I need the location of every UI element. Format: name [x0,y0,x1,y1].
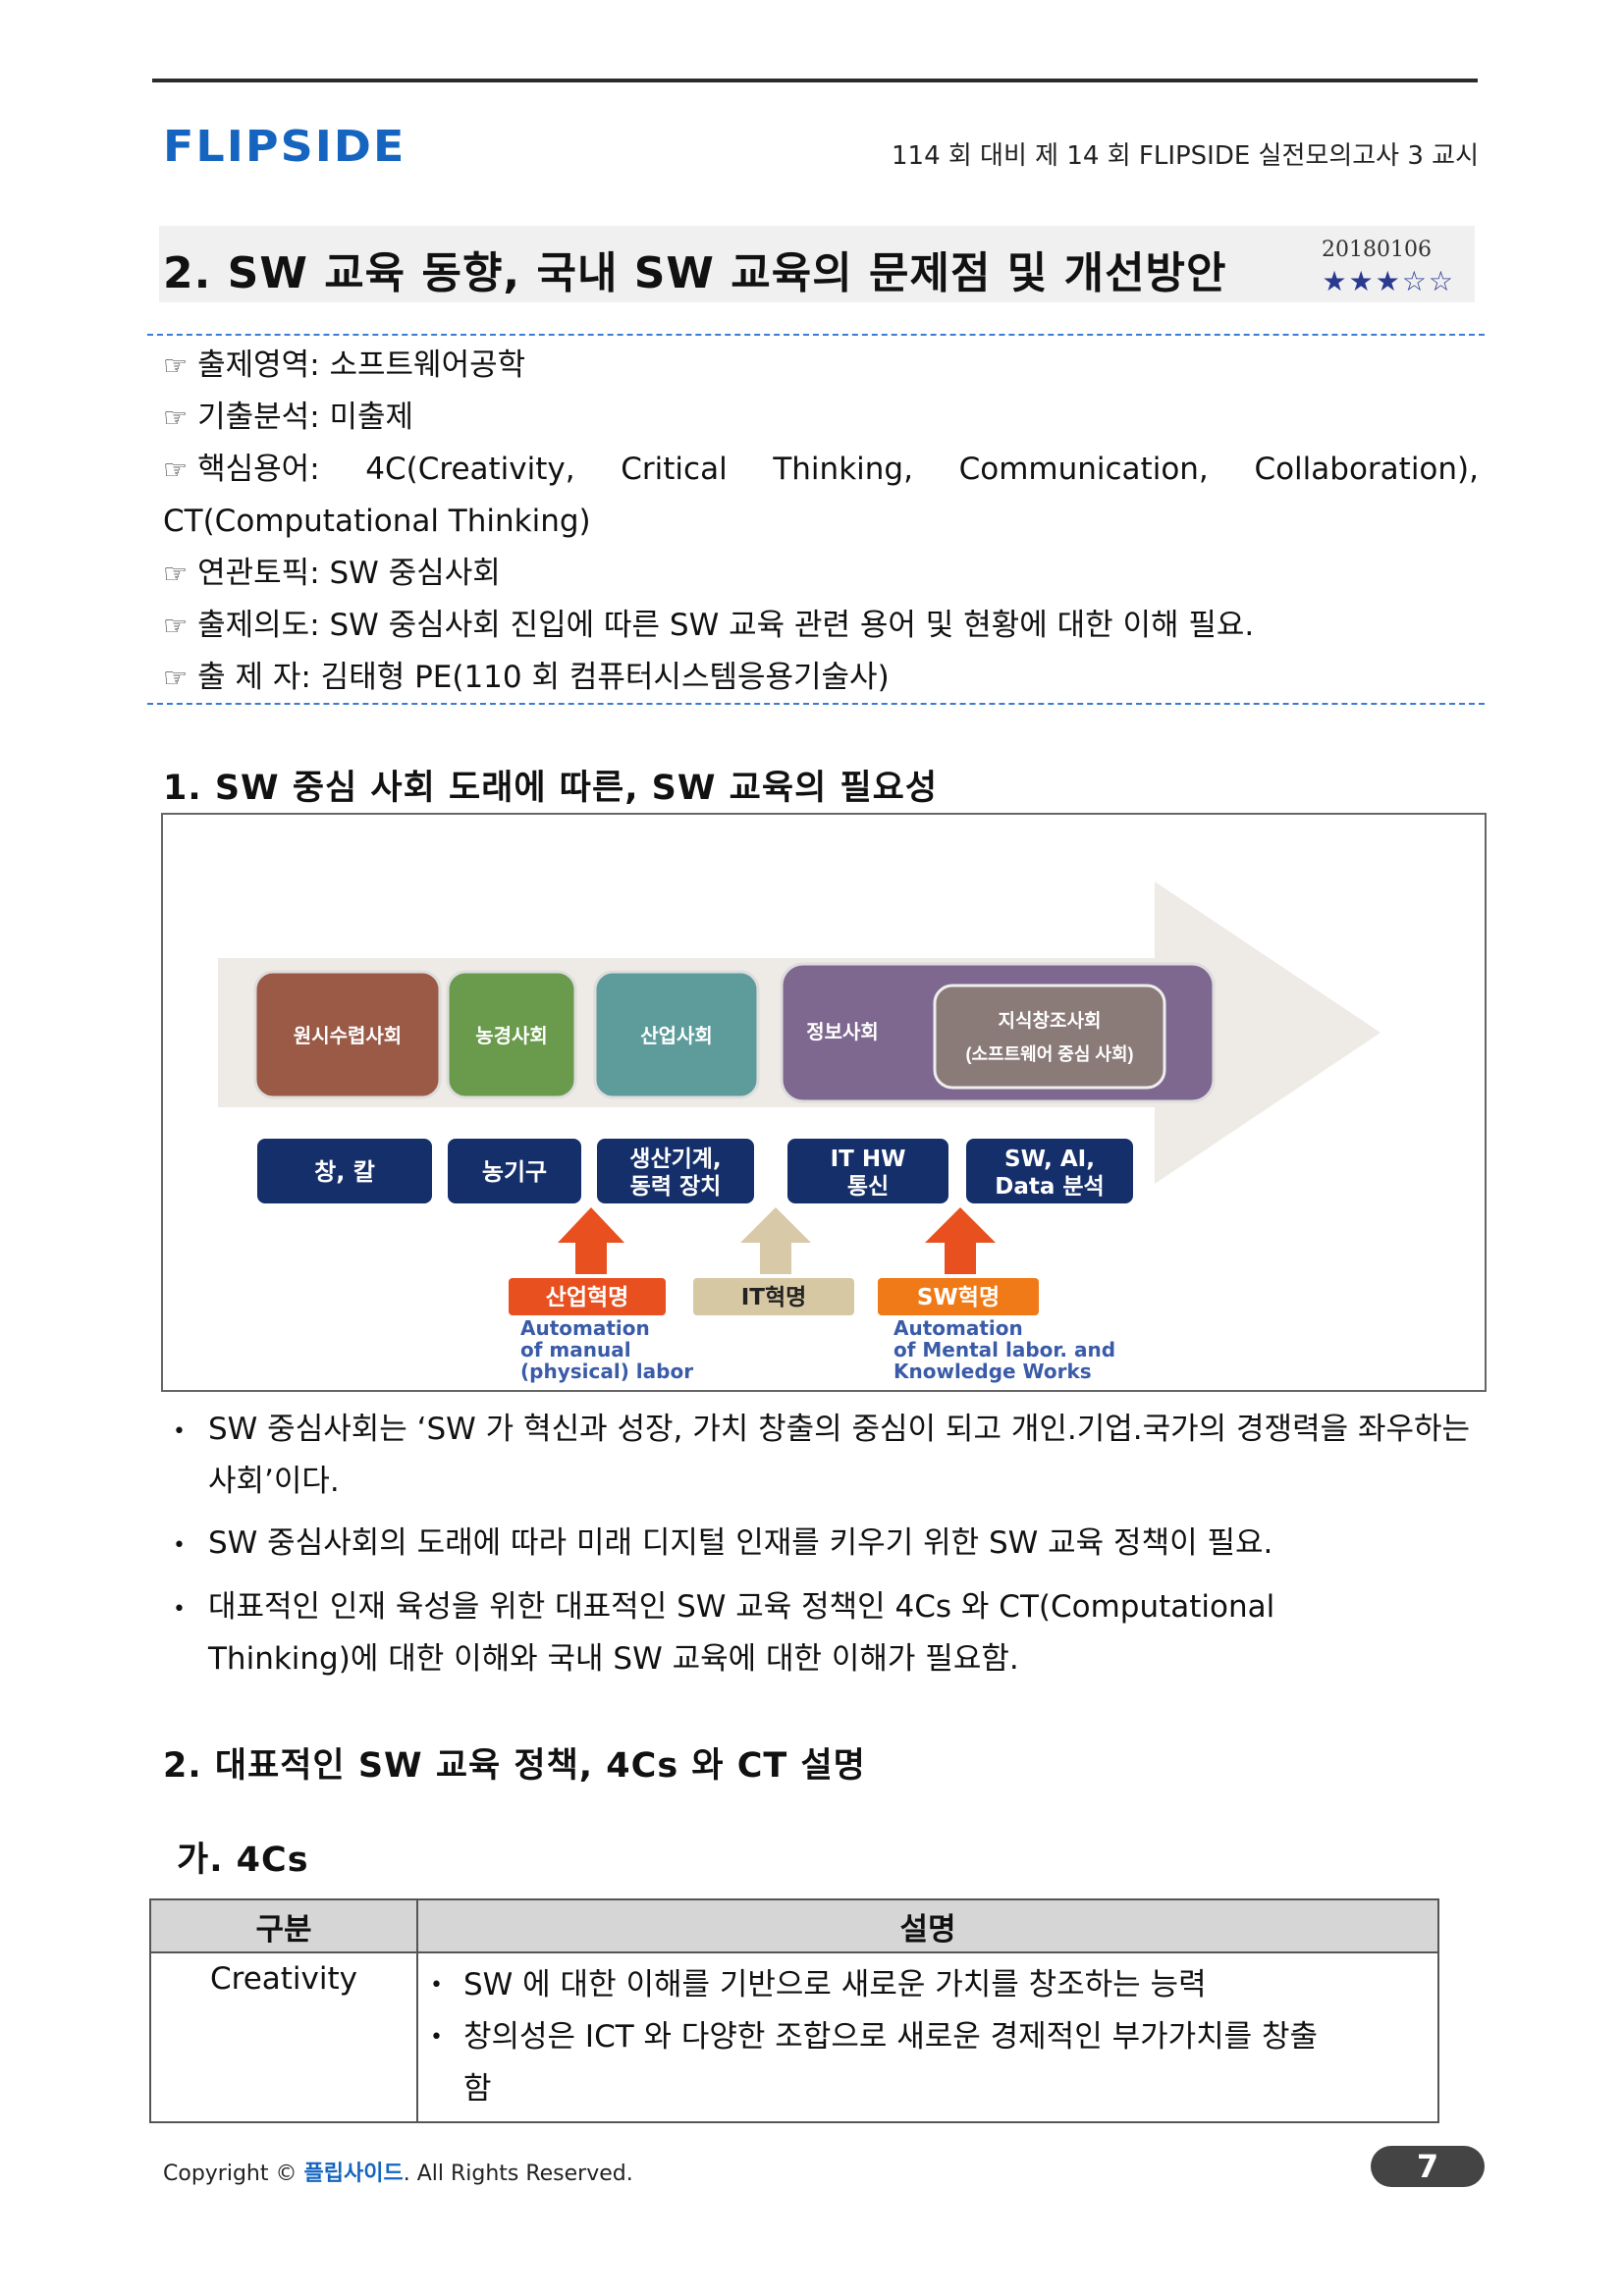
bullet-icon: • [173,1419,186,1444]
tool-box-1 [257,1139,432,1203]
society-info-label: 정보사회 [806,1021,879,1043]
bullet-icon: • [173,1597,186,1622]
dashed-divider-top [147,334,1485,336]
meta-related-text: 연관토픽: SW 중심사회 [197,556,501,591]
tool-box-3 [597,1139,754,1203]
copyright-prefix: Copyright © [163,2162,298,2186]
pointing-hand-icon: ☞ [163,454,189,486]
up-arrow-icon [558,1207,624,1274]
tool-label-4b: 통신 [847,1174,889,1200]
section2-title: 2. 대표적인 SW 교육 정책, 4Cs 와 CT 설명 [163,1746,866,1786]
question-meta: ☞출제영역: 소프트웨어공학 ☞기출분석: 미출제 ☞핵심용어: 4C(Crea… [163,340,1479,704]
society-primitive-box [253,970,442,1099]
society-knowledge-sub: (소프트웨어 중심 사회) [965,1044,1133,1064]
tool-label-5a: SW, AI, [1004,1147,1095,1172]
meta-analysis-text: 기출분석: 미출제 [197,400,414,435]
automation-right-3: Knowledge Works [893,1360,1092,1383]
tool-label-3b: 동력 장치 [630,1174,722,1200]
tool-box-5 [966,1139,1133,1203]
pointing-hand-icon: ☞ [163,558,189,590]
meta-analysis: ☞기출분석: 미출제 [163,392,1479,444]
list-item: • 창의성은 ICT 와 다양한 조합으로 새로운 경제적인 부가가치를 창출함 [430,2011,1333,2115]
society-primitive-label: 원시수렵사회 [294,1025,402,1047]
bullet-icon: • [173,1533,186,1558]
table-header-category: 구분 [149,1898,418,1953]
section1-bullets: • SW 중심사회는 ‘SW 가 혁신과 성장, 가치 창출의 중심이 되고 개인… [173,1404,1489,1695]
meta-area-text: 출제영역: 소프트웨어공학 [197,347,526,383]
pointing-hand-icon: ☞ [163,401,189,434]
question-title-box: 2. SW 교육 동향, 국내 SW 교육의 문제점 및 개선방안 201801… [159,226,1475,302]
tool-box-2 [448,1139,581,1203]
meta-keywords: ☞핵심용어: 4C(Creativity, Critical Thinking,… [163,444,1479,548]
meta-keywords-text: 핵심용어: 4C(Creativity, Critical Thinking, … [163,452,1479,539]
bullet-text: 대표적인 인재 육성을 위한 대표적인 SW 교육 정책인 4Cs 와 CT(C… [208,1589,1275,1677]
society-knowledge-box [933,984,1166,1090]
automation-right-2: of Mental labor. and [893,1338,1115,1362]
sw-society-diagram: 원시수렵사회 농경사회 산업사회 정보사회 지식창조사회 (소프트웨어 중심 사… [218,881,1380,1383]
dashed-divider-bottom [147,703,1485,705]
revolution-industrial-badge [509,1278,666,1315]
table-header-row: 구분 설명 [149,1898,1439,1953]
section1-title: 1. SW 중심 사회 도래에 따른, SW 교육의 필요성 [163,769,939,808]
list-item: • SW 중심사회는 ‘SW 가 혁신과 성장, 가치 창출의 중심이 되고 개인… [173,1404,1489,1508]
meta-area: ☞출제영역: 소프트웨어공학 [163,340,1479,392]
automation-left-2: of manual [520,1338,631,1362]
table-cell-name: Creativity [149,1951,418,2123]
bullet-text: SW 중심사회는 ‘SW 가 혁신과 성장, 가치 창출의 중심이 되고 개인.… [208,1412,1471,1499]
4cs-table: 구분 설명 Creativity • SW 에 대한 이해를 기반으로 새로운 가… [149,1898,1439,2123]
revolution-it-badge [693,1278,854,1315]
meta-author-text: 출 제 자: 김태형 PE(110 회 컴퓨터시스템응용기술사) [197,660,890,695]
question-title: 2. SW 교육 동향, 국내 SW 교육의 문제점 및 개선방안 [163,248,1227,298]
revolution-sw-badge [878,1278,1039,1315]
difficulty-stars-icon: ★★★☆☆ [1322,265,1455,297]
table-cell-desc: • SW 에 대한 이해를 기반으로 새로운 가치를 창조하는 능력 • 창의성은 … [416,1951,1439,2123]
bullet-text: SW 중심사회의 도래에 따라 미래 디지털 인재를 키우기 위한 SW 교육 … [208,1525,1273,1561]
list-item: • 대표적인 인재 육성을 위한 대표적인 SW 교육 정책인 4Cs 와 CT(… [173,1581,1351,1685]
up-arrow-icon [740,1207,811,1274]
society-knowledge-label: 지식창조사회 [999,1010,1102,1032]
revolution-it-label: IT혁명 [741,1285,807,1310]
meta-intent: ☞출제의도: SW 중심사회 진입에 따른 SW 교육 관련 용어 및 현황에 … [163,600,1479,652]
up-arrow-icon [925,1207,996,1274]
tool-label-4a: IT HW [831,1147,906,1172]
tool-label-5b: Data 분석 [995,1174,1104,1200]
copyright-suffix: . All Rights Reserved. [403,2162,633,2186]
automation-right-1: Automation [893,1316,1023,1340]
cell-text: SW 에 대한 이해를 기반으로 새로운 가치를 창조하는 능력 [463,1967,1207,2002]
meta-related: ☞연관토픽: SW 중심사회 [163,548,1479,600]
meta-author: ☞출 제 자: 김태형 PE(110 회 컴퓨터시스템응용기술사) [163,652,1479,704]
society-industry-label: 산업사회 [640,1025,713,1047]
society-agri-label: 농경사회 [475,1025,548,1047]
automation-left-3: (physical) labor [520,1360,693,1383]
society-industry-box [593,970,760,1099]
pointing-hand-icon: ☞ [163,349,189,382]
tool-label-3a: 생산기계, [629,1147,721,1172]
sw-society-figure: 원시수렵사회 농경사회 산업사회 정보사회 지식창조사회 (소프트웨어 중심 사… [161,813,1487,1392]
bullet-icon: • [430,2025,443,2050]
footer-brand: 플립사이드 [303,2162,404,2186]
section2-subtitle: 가. 4Cs [177,1841,309,1880]
page-number: 7 [1371,2146,1485,2187]
tool-label-1: 창, 칼 [314,1158,375,1186]
meta-intent-text: 출제의도: SW 중심사회 진입에 따른 SW 교육 관련 용어 및 현황에 대… [197,608,1255,643]
pointing-hand-icon: ☞ [163,610,189,642]
question-date: 20180106 [1322,238,1432,262]
revolution-sw-label: SW혁명 [917,1285,1000,1310]
exam-title: 114 회 대비 제 14 회 FLIPSIDE 실전모의고사 3 교시 [891,141,1479,171]
header-rule [152,79,1478,82]
automation-left-1: Automation [520,1316,650,1340]
table-header-description: 설명 [416,1898,1439,1953]
cell-text: 창의성은 ICT 와 다양한 조합으로 새로운 경제적인 부가가치를 창출함 [463,2019,1319,2107]
pointing-hand-icon: ☞ [163,662,189,694]
table-row: Creativity • SW 에 대한 이해를 기반으로 새로운 가치를 창조하… [149,1951,1439,2123]
tool-label-2: 농기구 [482,1158,547,1186]
flipside-logo: FLIPSIDE [163,121,406,172]
revolution-industrial-label: 산업혁명 [546,1285,629,1310]
bullet-icon: • [430,1973,443,1998]
footer-copyright: Copyright © 플립사이드. All Rights Reserved. [163,2156,633,2187]
tool-box-4 [787,1139,948,1203]
society-agri-box [446,970,577,1099]
list-item: • SW 에 대한 이해를 기반으로 새로운 가치를 창조하는 능력 [430,1959,1428,2011]
list-item: • SW 중심사회의 도래에 따라 미래 디지털 인재를 키우기 위한 SW 교육… [173,1518,1489,1572]
